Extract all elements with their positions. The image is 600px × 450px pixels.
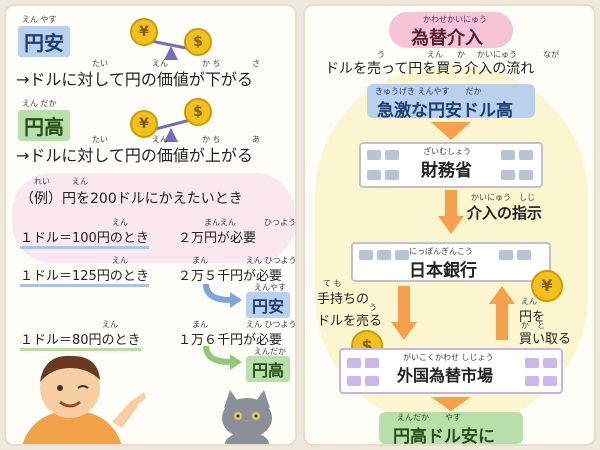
example-bubble (12, 173, 295, 263)
curved-arrow-icon (202, 345, 244, 376)
dollar-coin-icon: $ (184, 98, 212, 126)
ruby-u: う (377, 50, 385, 59)
ruby-kainyu: かいにゅう (477, 50, 517, 59)
result-strong-yen: 円高ドル安に (393, 427, 495, 446)
sell-ruby-2: う (369, 303, 377, 312)
ruby-en: えん (152, 59, 168, 68)
boj-ruby: にっぽんぎんこう (409, 247, 473, 256)
dollar-coin-icon: $ (184, 28, 212, 56)
yen-weak-label: 円安 (18, 26, 70, 57)
yen-weak-ruby: えん やす (22, 15, 57, 24)
bank-of-japan: 日本銀行 (409, 261, 477, 281)
yen-coin-icon: ¥ (130, 110, 158, 138)
arrow-down-icon (438, 190, 464, 238)
ruby-manen: まんえん (204, 218, 236, 227)
forex-market-building (339, 348, 563, 394)
ruby-en: えん (102, 320, 118, 329)
ruby-en: えん (112, 218, 128, 227)
market-ruby: がいこくかわせ しじょう (403, 353, 494, 362)
cat-illustration (212, 388, 282, 444)
bank-of-japan-building (351, 242, 551, 282)
sell-ruby: て も (323, 279, 342, 288)
forex-market: 外国為替市場 (397, 366, 494, 385)
yen-strong-description: →ドルに対して円の価値が上がる (16, 146, 253, 165)
sell-line-2: ドルを売る (317, 314, 383, 329)
ruby-tai: たい (92, 59, 108, 68)
example-result-strong: 円高 (246, 356, 291, 382)
example-rate-1: １ドル＝100円のとき (20, 227, 149, 249)
ruby-ka: か (457, 50, 465, 59)
page-subtitle: ドルを売って円を買う介入の流れ (325, 61, 535, 77)
seesaw-weak-icon: ¥ $ (126, 16, 216, 61)
man-illustration (12, 352, 152, 444)
buy-ruby: えん (521, 297, 537, 306)
ruby-sa: さ (252, 59, 260, 68)
step-sharp-weak-yen-box (367, 84, 535, 118)
yen-weak-description: →ドルに対して円の価値が下がる (16, 70, 253, 89)
sell-line-1: 手持ちの (317, 292, 370, 307)
ruby-hitsuyou: えん ひつよう (246, 320, 297, 329)
seesaw-strong-icon: ¥ $ (126, 98, 216, 143)
ruby-tai: たい (92, 135, 108, 144)
ruby-hitsuyou: えん ひつよう (246, 256, 297, 265)
ruby-hitsuyou: ひつよう (264, 218, 296, 227)
ruby-man: まん (192, 256, 208, 265)
ruby-en: えん (112, 256, 128, 265)
yen-coin-icon: ¥ (531, 270, 563, 302)
step1-ruby: きゅうげき えんやす だか (375, 87, 482, 96)
ruby-kachi: か ち (202, 135, 221, 144)
buy-ruby-2: か と (521, 321, 545, 330)
result-ruby: えんだか やす (397, 413, 461, 422)
page-title: 為替介入 (411, 28, 483, 49)
ruby-naga: なが (543, 50, 559, 59)
ruby-a: あ (252, 135, 260, 144)
arrow-down-icon (431, 396, 471, 415)
ruby-en: えん (427, 50, 443, 59)
ruby-enyasu: えんやす (254, 283, 286, 292)
example-amount-1: ２万円が必要 (178, 231, 257, 246)
title-pill (389, 12, 513, 48)
ministry-of-finance: 財務省 (421, 161, 472, 181)
title-ruby: かわせかいにゅう (423, 15, 487, 24)
yen-strong-ruby: えん だか (22, 99, 57, 108)
example-rate-3: １ドル＝80円のとき (20, 329, 141, 351)
example-title: （例）円を200ドルにかえたいとき (20, 191, 243, 207)
example-amount-3: １万６千円が必要 (178, 333, 283, 348)
ruby-kachi: か ち (202, 59, 221, 68)
right-panel: かわせかいにゅう 為替介入 う えん か かいにゅう なが ドルを売って円を買う… (303, 4, 596, 446)
example-rate-2: １ドル＝125円のとき (20, 265, 149, 287)
arrow-down-icon (391, 286, 417, 344)
ruby-rei: れい (34, 177, 50, 186)
ruby-endaka: えんだか (254, 347, 286, 356)
yen-strong-label: 円高 (18, 110, 70, 141)
ministry-of-finance-building (359, 142, 543, 188)
ruby-en: えん (152, 135, 168, 144)
intervention-directive: 介入の指示 (467, 204, 543, 222)
buy-line-2: 買い取る (519, 332, 572, 347)
buy-line-1: 円を (519, 310, 546, 325)
example-amount-2: ２万５千円が必要 (178, 269, 283, 284)
example-result-weak: 円安 (246, 292, 291, 318)
curved-arrow-icon (202, 283, 244, 314)
left-panel: えん やす 円安 ¥ $ たい えん か ち さ →ドルに対して円の価値が下がる… (4, 4, 297, 446)
result-box (379, 412, 523, 444)
directive-ruby: かいにゅう しじ (471, 193, 535, 202)
ruby-en: えん (72, 177, 88, 186)
step-sharp-weak-yen: 急激な円安ドル高 (377, 101, 513, 121)
arrow-down-icon (431, 122, 471, 144)
arrow-up-icon (489, 286, 515, 344)
mof-ruby: ざいむしょう (423, 147, 471, 156)
ruby-man: まん (192, 320, 208, 329)
yen-coin-icon: ¥ (130, 18, 158, 46)
